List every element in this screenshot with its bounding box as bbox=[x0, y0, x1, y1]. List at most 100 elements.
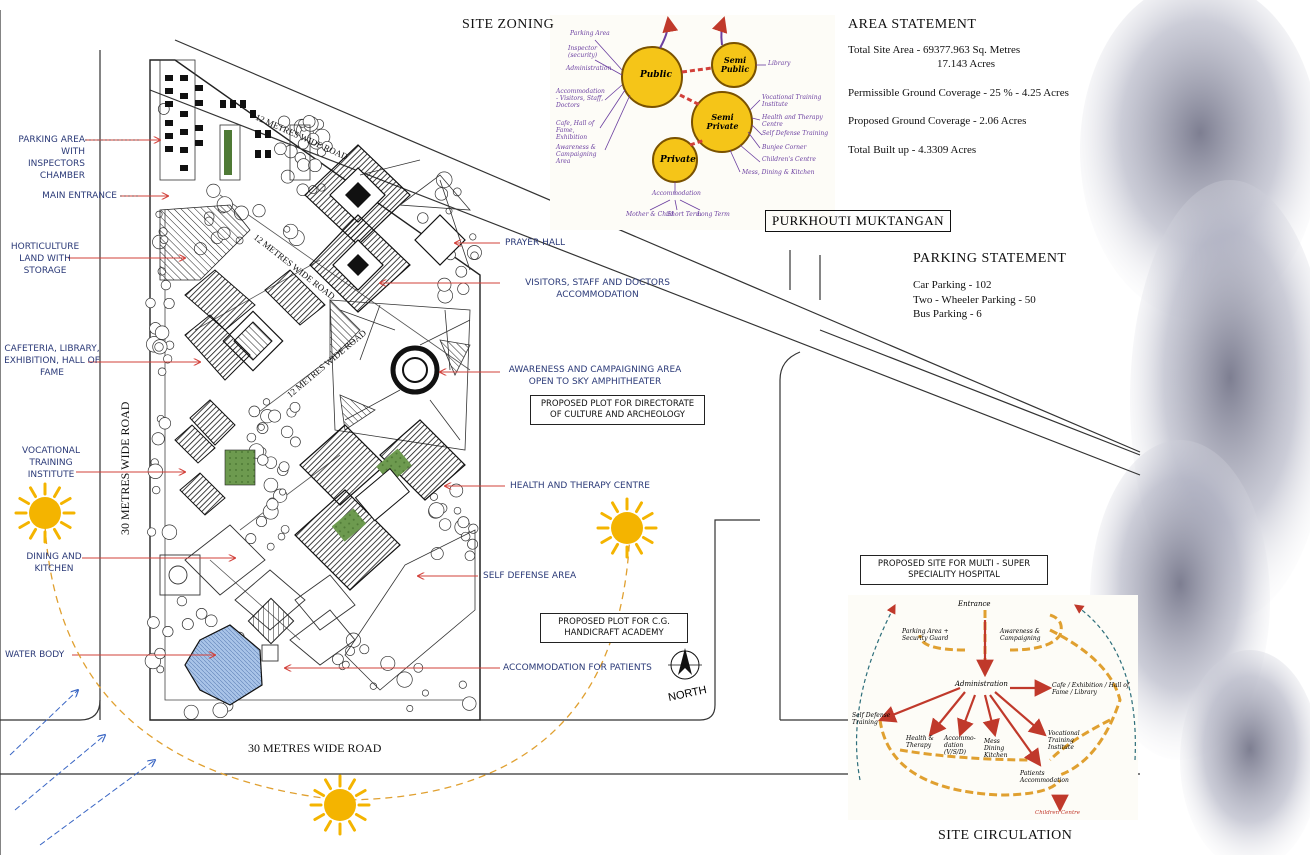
label-parking-area: PARKING AREA WITH INSPECTORS CHAMBER bbox=[18, 135, 85, 181]
label-water-body: WATER BODY bbox=[5, 650, 65, 660]
tree-icon bbox=[406, 705, 414, 712]
tree-icon bbox=[437, 277, 452, 292]
zoning-item-library: Library bbox=[768, 60, 791, 67]
tree-icon bbox=[274, 142, 287, 156]
tree-icon bbox=[245, 533, 257, 545]
label-vocational: VOCATIONAL TRAINING INSTITUTE bbox=[22, 446, 80, 480]
tree-icon bbox=[396, 671, 413, 688]
circ-node-awareness: Awareness & Campaigning bbox=[1000, 628, 1041, 642]
zone-public: Public bbox=[640, 70, 672, 80]
tree-icon bbox=[266, 542, 275, 551]
tree-icon bbox=[345, 646, 356, 656]
tree-icon bbox=[302, 115, 316, 128]
zoning-item-cafe: Cafe, Hall of Fame, Exhibition bbox=[556, 120, 595, 141]
circ-node-vocational: Vocational Training Institute bbox=[1048, 730, 1080, 751]
area-statement-heading: AREA STATEMENT bbox=[848, 17, 977, 32]
tree-icon bbox=[157, 367, 167, 377]
tree-icon bbox=[341, 660, 350, 669]
right-leader-lines bbox=[285, 243, 505, 668]
zoning-item-mother-child: Mother & Child bbox=[626, 211, 674, 218]
tree-icon bbox=[277, 532, 286, 541]
tree-icon bbox=[248, 405, 261, 418]
zone-semi-public: Semi Public bbox=[720, 55, 750, 74]
circ-node-health: Health & Therapy bbox=[906, 735, 934, 749]
zoning-item-children: Children's Centre bbox=[762, 156, 816, 163]
tree-icon bbox=[457, 282, 470, 295]
label-visitors-accommodation: VISITORS, STAFF AND DOCTORS ACCOMMODATIO… bbox=[525, 278, 670, 300]
tree-icon bbox=[257, 454, 269, 466]
tree-icon bbox=[152, 485, 161, 495]
tree-icon bbox=[470, 251, 479, 260]
tree-icon bbox=[158, 417, 172, 430]
box-hospital-site: PROPOSED SITE FOR MULTI - SUPER SPECIALI… bbox=[860, 555, 1048, 585]
circ-node-parking: Parking Area + Security Guard bbox=[902, 628, 949, 642]
tree-icon bbox=[308, 158, 322, 173]
label-horticulture: HORTICULTURE LAND WITH STORAGE bbox=[10, 242, 80, 276]
tree-icon bbox=[151, 432, 165, 446]
tree-icon bbox=[147, 527, 157, 537]
tree-icon bbox=[380, 655, 396, 671]
tree-icon bbox=[154, 647, 166, 660]
tree-icon bbox=[455, 265, 468, 278]
tree-icon bbox=[212, 702, 229, 719]
tree-icon bbox=[176, 595, 188, 607]
tree-icon bbox=[453, 506, 462, 515]
tree-icon bbox=[163, 297, 175, 310]
zoning-item-inspector: Inspector (security) bbox=[568, 45, 598, 59]
tree-icon bbox=[266, 498, 279, 511]
tree-icon bbox=[154, 342, 164, 352]
road-label-30m-bottom: 30 METRES WIDE ROAD bbox=[248, 741, 382, 755]
north-arrow-icon bbox=[668, 648, 702, 680]
tree-icon bbox=[257, 423, 265, 431]
tree-icon bbox=[467, 538, 479, 550]
circ-node-self-defense: Self Defense Training bbox=[852, 712, 891, 726]
total-site-area-acres: 17.143 Acres bbox=[937, 58, 996, 70]
zoning-item-vocational: Vocational Training Institute bbox=[762, 94, 822, 108]
circ-node-administration: Administration bbox=[955, 680, 1008, 688]
zoning-diagram bbox=[550, 15, 835, 230]
parking-area-blocks bbox=[159, 59, 311, 181]
tree-icon bbox=[449, 483, 464, 498]
tree-icon bbox=[246, 432, 257, 443]
wind-arrows bbox=[9, 690, 155, 846]
circ-node-children: Children Centre bbox=[1035, 810, 1081, 816]
zoning-item-long-term: Long Term bbox=[697, 211, 730, 218]
label-dining: DINING AND KITCHEN bbox=[26, 552, 82, 574]
sun-icon bbox=[14, 482, 76, 544]
circ-node-accommodation: Accommo-dation (V/S/D) bbox=[944, 735, 976, 756]
tree-icon bbox=[278, 461, 290, 473]
tree-icon bbox=[290, 436, 301, 448]
horticulture-land bbox=[159, 204, 251, 281]
tree-icon bbox=[263, 477, 279, 493]
tree-icon bbox=[429, 492, 438, 501]
proposed-ground-coverage: Proposed Ground Coverage - 2.06 Acres bbox=[848, 115, 1027, 127]
tree-icon bbox=[278, 115, 291, 128]
zoning-item-parking: Parking Area bbox=[570, 30, 610, 37]
prayer-hall bbox=[414, 214, 466, 266]
patient-accommodation-blocks bbox=[261, 609, 356, 666]
tree-icon bbox=[162, 626, 174, 638]
tree-icon bbox=[181, 618, 194, 631]
site-circulation-heading: SITE CIRCULATION bbox=[938, 828, 1073, 843]
tree-icon bbox=[252, 204, 266, 218]
tree-icon bbox=[434, 187, 449, 201]
circ-node-patients: Patients Accommodation bbox=[1020, 770, 1069, 784]
zoning-item-bunjee: Bunjee Corner bbox=[762, 144, 807, 151]
amphitheater-landscape bbox=[329, 159, 471, 451]
tree-icon bbox=[145, 297, 156, 309]
permissible-ground-coverage: Permissible Ground Coverage - 25 % - 4.2… bbox=[848, 87, 1069, 99]
water-body bbox=[184, 624, 263, 706]
tree-icon bbox=[297, 138, 309, 150]
zoning-item-accommodation-visitors: Accommodation - Visitors, Staff, Doctors bbox=[556, 88, 605, 109]
tree-icon bbox=[268, 409, 282, 423]
box-directorate-plot: PROPOSED PLOT FOR DIRECTORATE OF CULTURE… bbox=[530, 395, 705, 425]
vocational-training-buildings bbox=[174, 399, 256, 516]
sun-icon bbox=[309, 774, 371, 836]
circulation-diagram bbox=[848, 595, 1138, 820]
tree-icon bbox=[206, 183, 221, 198]
zoning-item-awareness: Awareness & Campaigning Area bbox=[556, 144, 597, 165]
tree-icon bbox=[156, 665, 165, 674]
visitors-accommodation-buildings bbox=[304, 144, 411, 313]
tree-icon bbox=[280, 169, 295, 184]
